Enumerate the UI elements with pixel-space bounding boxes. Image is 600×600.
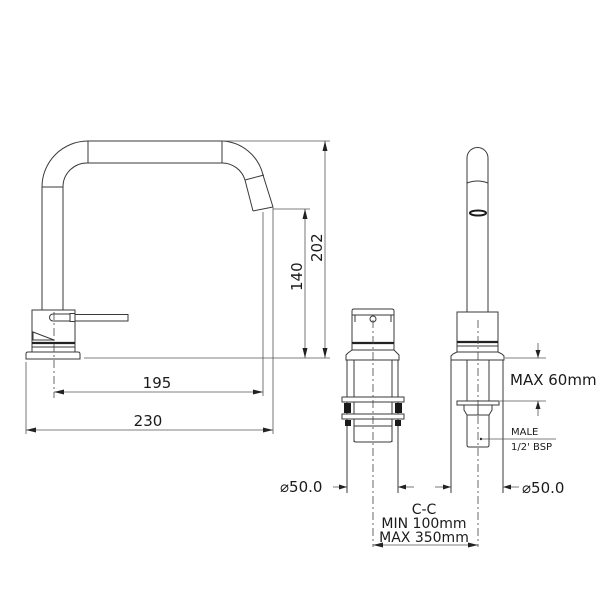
valve-flange [345,349,400,361]
front-view: MAX 60mm MALE 1/2' BSP ⌀50.0 [435,147,597,547]
spout-outlet [252,206,274,212]
spout-inner-outline [62,162,254,310]
lever-handle [74,314,129,322]
dim-overall-height: 202 [308,233,326,262]
lever-hub [49,313,71,322]
dim-spout-reach: 195 [143,374,172,392]
center-to-center-dimension: C-C MIN 100mm MAX 350mm [373,502,478,548]
dim-max-deck-thickness: MAX 60mm [510,371,597,389]
dim-spout-height: 140 [288,262,306,291]
thread-stud [466,415,490,448]
front-flange [450,351,505,361]
spout-outer-outline [41,140,274,310]
dim-overall-depth: 230 [134,412,163,430]
spout-front [466,147,489,312]
dim-spout-diameter: ⌀50.0 [522,479,564,497]
thread-note-line2: 1/2' BSP [511,442,552,453]
nut-left [344,403,351,413]
dim-cc-min: MIN 100mm [381,516,466,532]
front-body [456,311,499,353]
body-chamfer [32,331,55,341]
dim-valve-diameter: ⌀50.0 [280,478,322,496]
side-view: 202 140 195 230 [25,140,330,434]
dim-cc-label: C-C [412,502,437,518]
valve-body-view: ⌀50.0 [280,308,414,547]
dim-cc-max: MAX 350mm [379,530,469,546]
base-plate [25,351,81,360]
nut-right [395,403,402,413]
thread-note-line1: MALE [511,427,538,438]
aerator-icon [469,209,487,217]
